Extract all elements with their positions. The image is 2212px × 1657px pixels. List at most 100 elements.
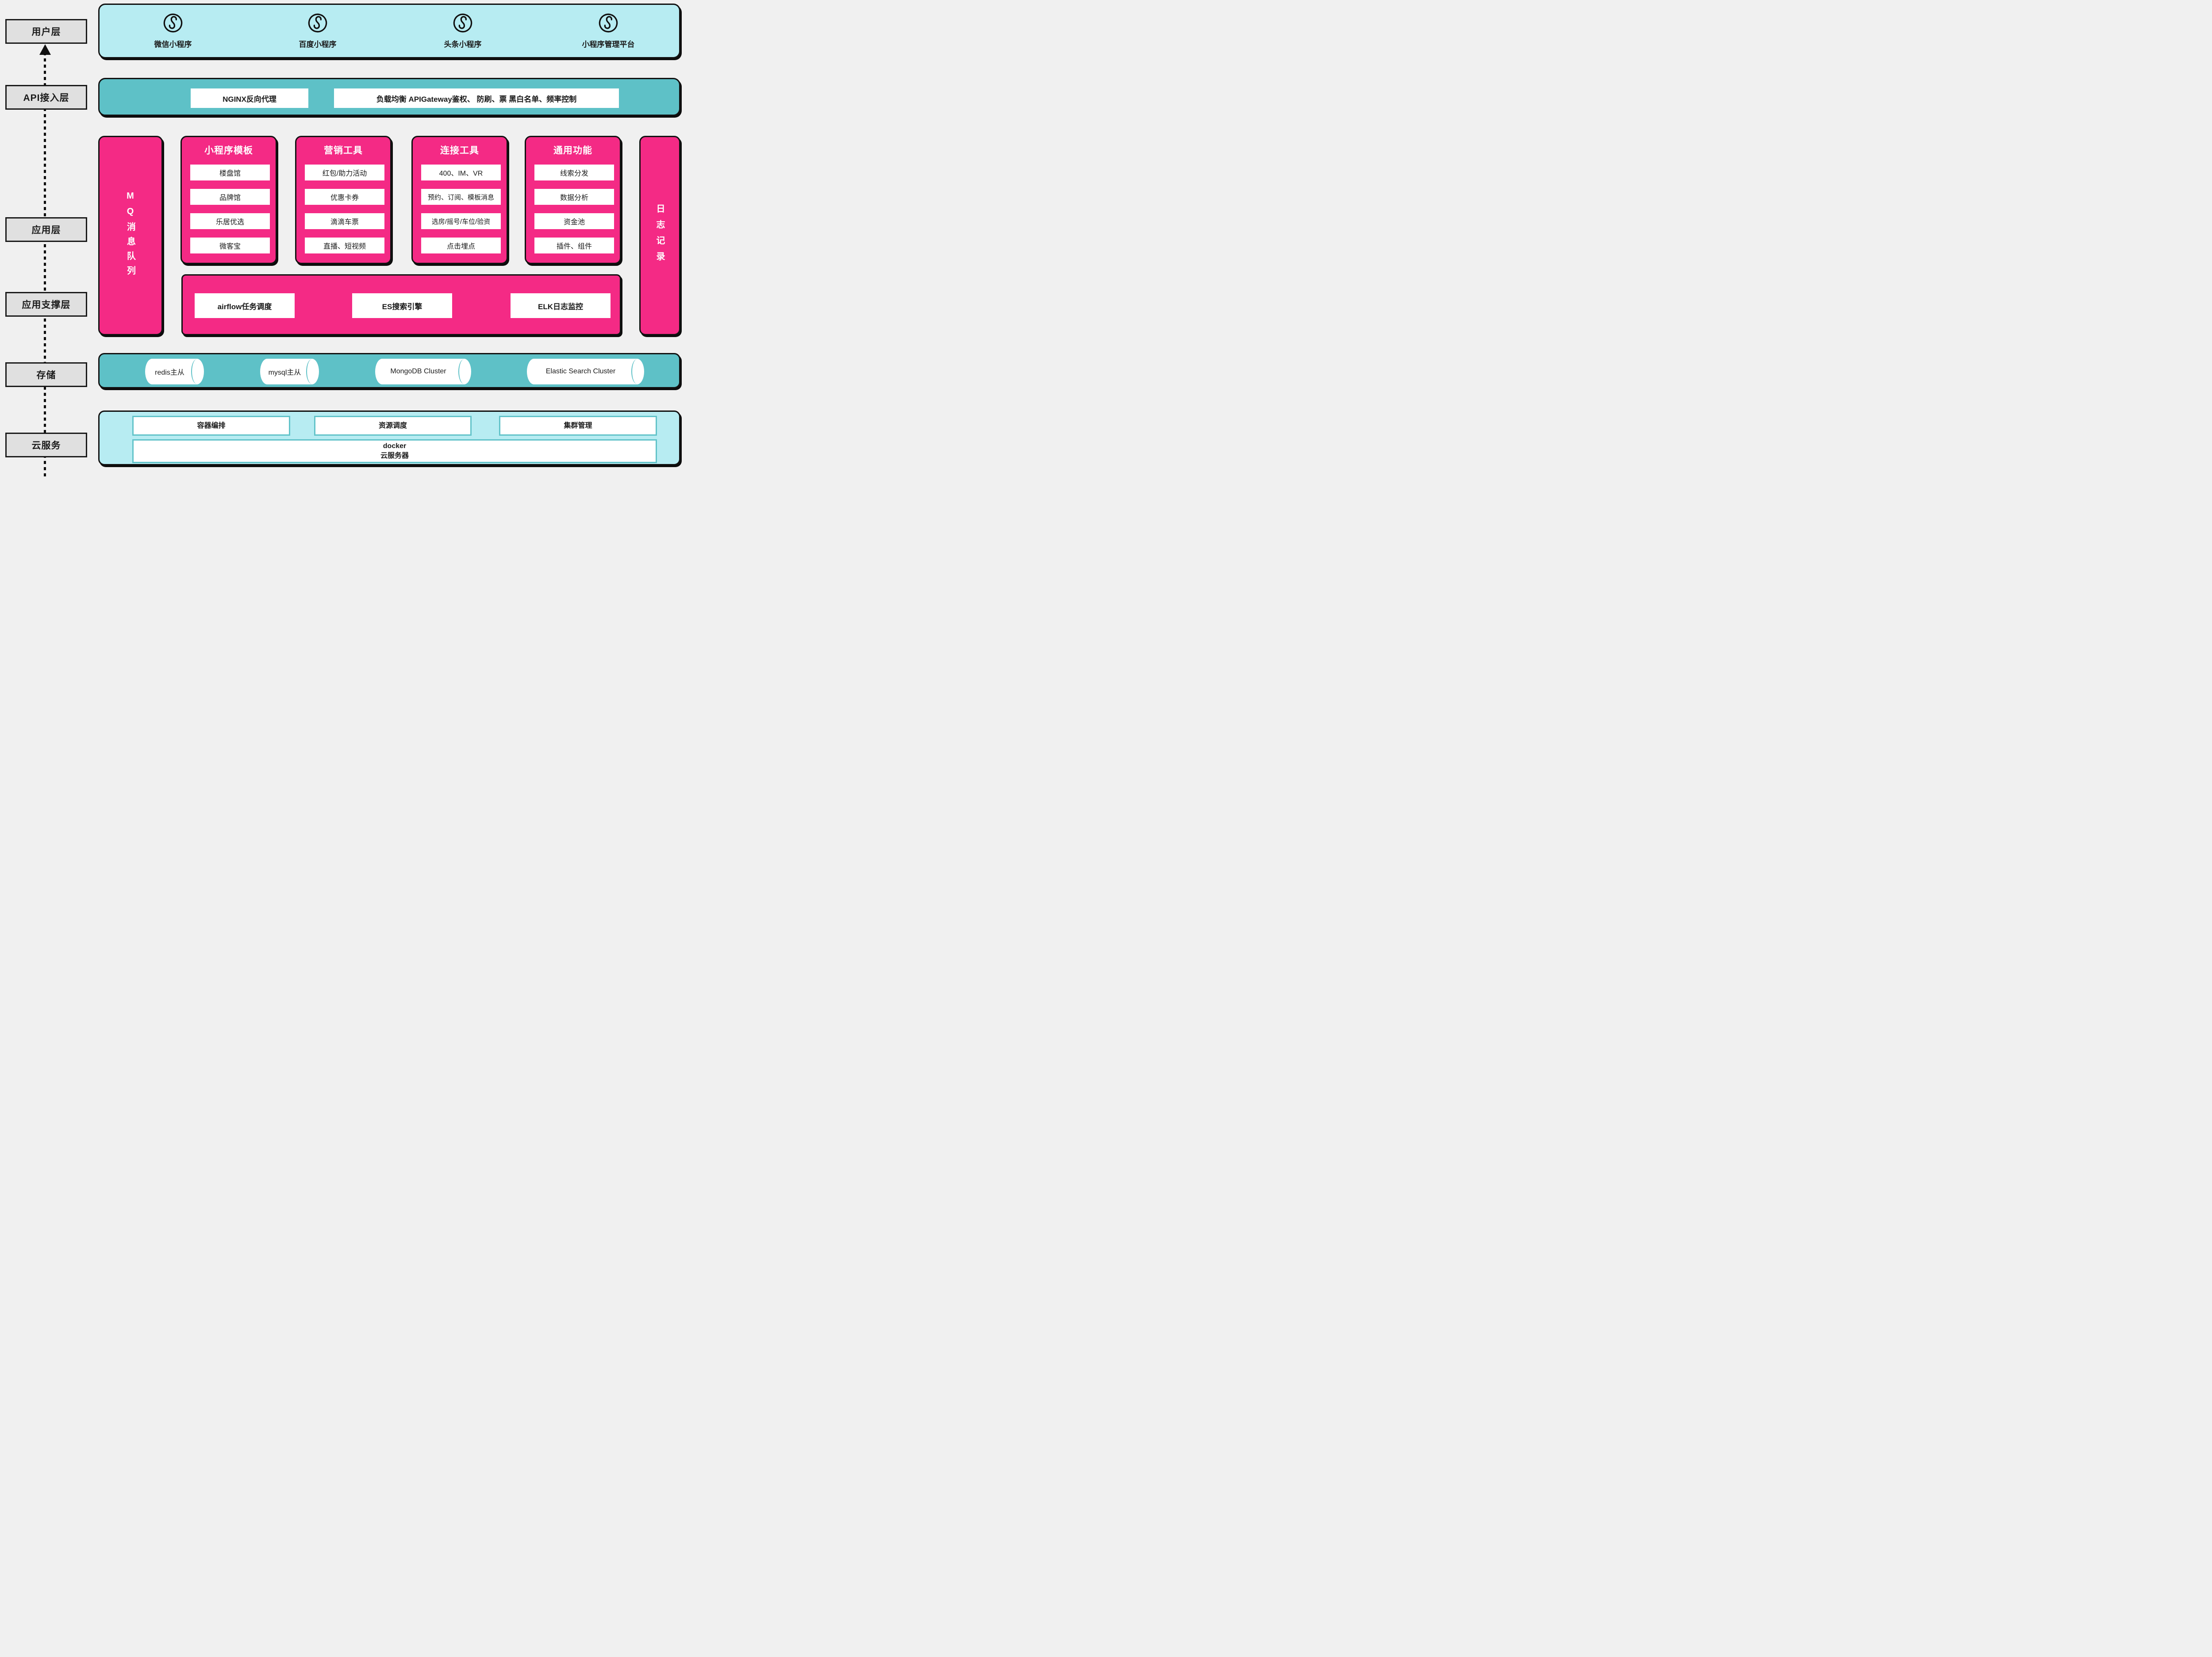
nginx-box-label: NGINX反向代理 — [223, 95, 276, 104]
es-search-box: ES搜索引擎 — [352, 293, 452, 318]
miniprogram-label: 小程序管理平台 — [582, 40, 635, 49]
log-record-column: 日志记录 — [639, 136, 680, 335]
cloud-box-label: 集群管理 — [564, 422, 592, 430]
app-item: 资金池 — [534, 213, 614, 229]
miniprogram-icon — [599, 13, 618, 33]
layer-label-text: 存储 — [36, 370, 56, 380]
storage-layer-bar: redis主从 mysql主从 MongoDB Cluster Elastic … — [98, 353, 680, 388]
app-column-title: 通用功能 — [553, 146, 592, 156]
miniprogram-item: 小程序管理平台 — [560, 5, 657, 60]
elasticsearch-database-cylinder: Elastic Search Cluster — [527, 359, 644, 384]
app-item-label: 红包/助力活动 — [322, 170, 367, 177]
miniprogram-icon — [453, 13, 472, 33]
cluster-management-box: 集群管理 — [499, 416, 657, 436]
app-item-label: 品牌馆 — [219, 194, 241, 202]
app-item-label: 插件、组件 — [556, 243, 592, 250]
app-column-title: 连接工具 — [440, 146, 479, 156]
cloud-box-label: 资源调度 — [378, 422, 407, 430]
layer-label-text: 用户层 — [31, 27, 61, 37]
app-item-label: 楼盘馆 — [219, 170, 241, 177]
app-item: 滴滴车票 — [305, 213, 384, 229]
app-item: 优惠卡券 — [305, 189, 384, 205]
database-label: Elastic Search Cluster — [545, 368, 616, 375]
app-item-label: 预约、订阅、模板消息 — [427, 193, 494, 201]
gateway-box: 负载均衡 APIGateway鉴权、 防刷、票 黑白名单、频率控制 — [334, 88, 619, 108]
layer-label-cloud: 云服务 — [5, 433, 87, 457]
app-item: 选房/摇号/车位/验资 — [421, 213, 501, 229]
app-column-common: 通用功能 线索分发 数据分析 资金池 插件、组件 — [525, 136, 621, 264]
gateway-box-label: 负载均衡 APIGateway鉴权、 防刷、票 黑白名单、频率控制 — [376, 95, 577, 104]
database-label: redis主从 — [155, 369, 184, 376]
app-item-label: 资金池 — [563, 219, 585, 226]
docker-label: docker — [383, 442, 407, 450]
database-label: mysql主从 — [268, 369, 301, 376]
miniprogram-label: 百度小程序 — [299, 40, 337, 49]
app-column-connect: 连接工具 400、IM、VR 预约、订阅、模板消息 选房/摇号/车位/验资 点击… — [411, 136, 508, 264]
layer-label-support: 应用支撑层 — [5, 292, 87, 317]
app-item-label: 优惠卡券 — [330, 194, 359, 202]
app-item-label: 点击埋点 — [446, 243, 475, 250]
miniprogram-item: 头条小程序 — [414, 5, 511, 60]
elk-monitor-box-label: ELK日志监控 — [538, 302, 583, 311]
container-orchestration-box: 容器编排 — [132, 416, 290, 436]
app-item: 点击埋点 — [421, 238, 501, 253]
layer-label-text: API接入层 — [23, 93, 69, 103]
architecture-diagram: 用户层 API接入层 应用层 应用支撑层 存储 云服务 微信小程序 百度小程序 … — [0, 0, 684, 479]
miniprogram-item: 百度小程序 — [269, 5, 366, 60]
docker-server-box: docker 云服务器 — [132, 439, 657, 463]
app-item-label: 线索分发 — [560, 170, 588, 177]
mongodb-database-cylinder: MongoDB Cluster — [375, 359, 471, 384]
miniprogram-item: 微信小程序 — [124, 5, 222, 60]
log-record-label: 日志记录 — [655, 203, 664, 268]
miniprogram-icon — [308, 13, 327, 33]
mq-queue-column: MQ消息队列 — [98, 136, 163, 335]
app-item: 直播、短视频 — [305, 238, 384, 253]
elk-monitor-box: ELK日志监控 — [511, 293, 611, 318]
app-item: 红包/助力活动 — [305, 165, 384, 180]
app-item: 插件、组件 — [534, 238, 614, 253]
app-item-label: 400、IM、VR — [439, 170, 483, 177]
mq-queue-label: MQ消息队列 — [125, 191, 135, 280]
redis-database-cylinder: redis主从 — [145, 359, 204, 384]
mysql-database-cylinder: mysql主从 — [260, 359, 319, 384]
cloud-box-label: 容器编排 — [197, 422, 226, 430]
app-item-label: 滴滴车票 — [330, 219, 359, 226]
app-item: 微客宝 — [190, 238, 270, 253]
layer-label-user: 用户层 — [5, 19, 87, 44]
app-item: 乐居优选 — [190, 213, 270, 229]
user-layer-bar: 微信小程序 百度小程序 头条小程序 小程序管理平台 — [98, 4, 680, 58]
app-item-label: 乐居优选 — [215, 219, 244, 226]
layer-label-api: API接入层 — [5, 85, 87, 110]
miniprogram-label: 头条小程序 — [444, 40, 482, 49]
miniprogram-icon — [163, 13, 183, 33]
app-item: 品牌馆 — [190, 189, 270, 205]
cloud-layer-bar: 容器编排 资源调度 集群管理 docker 云服务器 — [98, 410, 680, 465]
app-item: 400、IM、VR — [421, 165, 501, 180]
app-item-label: 选房/摇号/车位/验资 — [431, 218, 491, 226]
app-column-title: 营销工具 — [324, 146, 363, 156]
database-label: MongoDB Cluster — [390, 368, 446, 375]
flow-dotted-line — [44, 52, 46, 479]
support-layer-bar: airflow任务调度 ES搜索引擎 ELK日志监控 — [181, 274, 621, 335]
cloud-server-label: 云服务器 — [380, 452, 409, 460]
airflow-box-label: airflow任务调度 — [217, 302, 272, 311]
layer-label-text: 云服务 — [31, 441, 61, 451]
miniprogram-label: 微信小程序 — [154, 40, 192, 49]
app-column-marketing: 营销工具 红包/助力活动 优惠卡券 滴滴车票 直播、短视频 — [295, 136, 392, 264]
es-search-box-label: ES搜索引擎 — [382, 302, 422, 311]
app-item-label: 微客宝 — [219, 243, 241, 250]
layer-label-text: 应用支撑层 — [22, 300, 71, 310]
api-layer-bar: NGINX反向代理 负载均衡 APIGateway鉴权、 防刷、票 黑白名单、频… — [98, 78, 680, 116]
app-item-label: 数据分析 — [560, 194, 588, 202]
airflow-box: airflow任务调度 — [195, 293, 295, 318]
app-item: 线索分发 — [534, 165, 614, 180]
app-item: 数据分析 — [534, 189, 614, 205]
app-column-templates: 小程序模板 楼盘馆 品牌馆 乐居优选 微客宝 — [180, 136, 277, 264]
layer-label-app: 应用层 — [5, 217, 87, 242]
layer-label-text: 应用层 — [31, 225, 61, 235]
app-item-label: 直播、短视频 — [323, 243, 366, 250]
app-item: 预约、订阅、模板消息 — [421, 189, 501, 205]
app-item: 楼盘馆 — [190, 165, 270, 180]
nginx-box: NGINX反向代理 — [191, 88, 308, 108]
layer-label-storage: 存储 — [5, 362, 87, 387]
